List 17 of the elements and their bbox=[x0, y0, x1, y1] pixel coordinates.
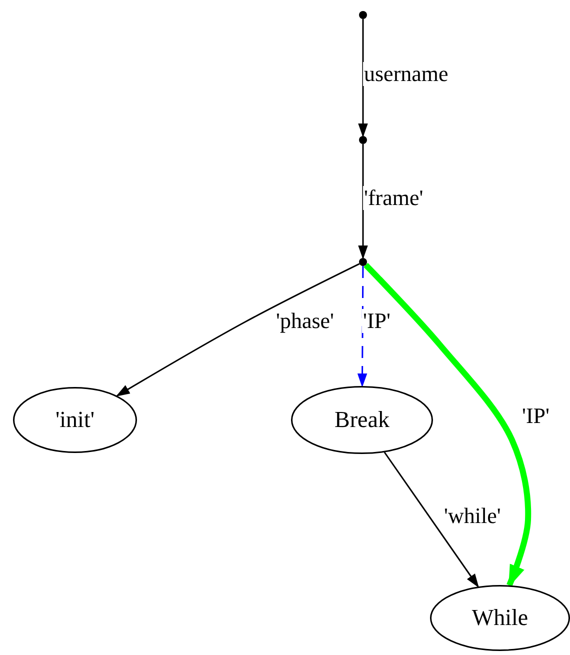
point-node bbox=[359, 136, 367, 144]
edge-label: 'IP' bbox=[362, 309, 392, 334]
node-label: Break bbox=[334, 407, 390, 433]
arrow bbox=[358, 144, 368, 260]
arrow bbox=[364, 262, 532, 588]
node-label: While bbox=[472, 605, 528, 631]
node-label: 'init' bbox=[56, 407, 94, 433]
ellipse-node bbox=[291, 386, 433, 454]
point-node bbox=[359, 11, 367, 19]
ellipse-node bbox=[13, 387, 137, 453]
edge-label: username bbox=[363, 62, 450, 86]
arrow bbox=[358, 19, 368, 138]
arrow bbox=[116, 263, 360, 396]
edge-label: 'frame' bbox=[363, 186, 424, 210]
ellipse-node bbox=[430, 585, 570, 651]
point-node bbox=[359, 258, 367, 266]
arrow bbox=[384, 452, 479, 588]
